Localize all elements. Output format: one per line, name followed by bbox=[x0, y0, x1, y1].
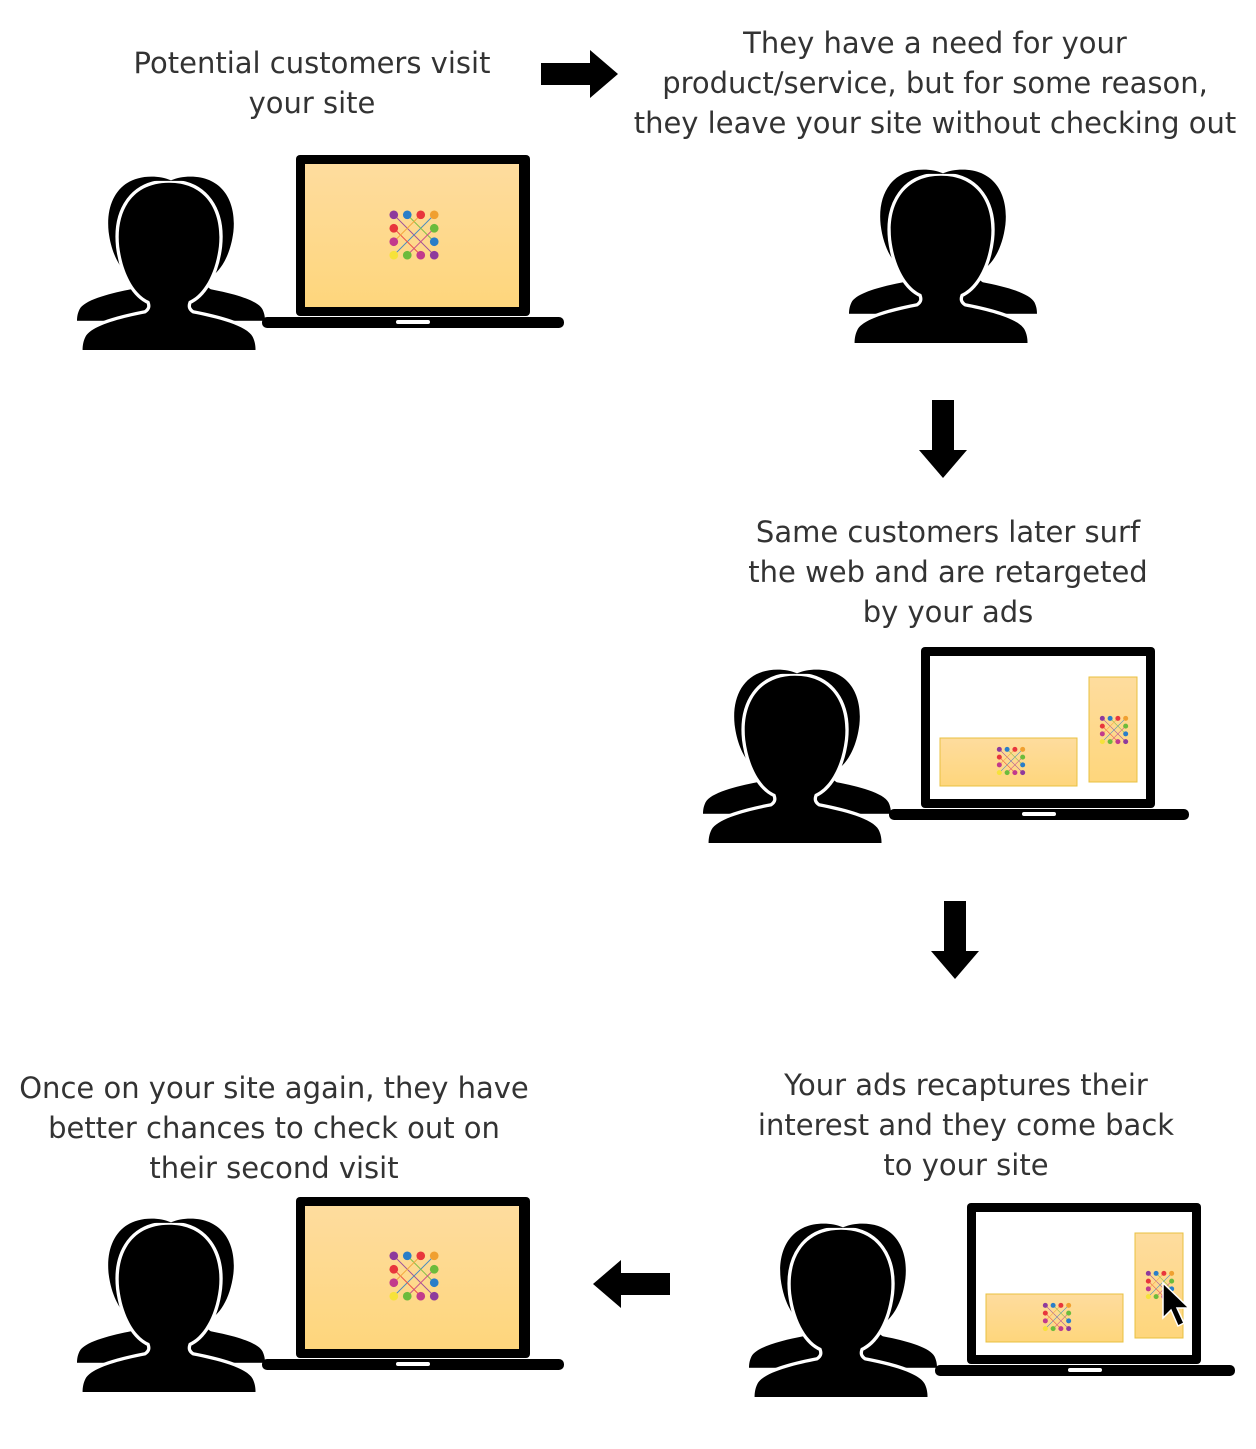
arrow-left-icon bbox=[593, 1260, 670, 1308]
laptop-icon bbox=[262, 1197, 564, 1370]
step-visit-illustration bbox=[77, 155, 564, 350]
people-icon bbox=[77, 177, 265, 350]
people-icon bbox=[703, 670, 891, 843]
laptop-icon bbox=[935, 1203, 1235, 1376]
mouse-cursor-icon bbox=[1162, 1281, 1191, 1328]
caption-checkout: Once on your site again, they have bette… bbox=[19, 1071, 529, 1185]
arrow-down-icon bbox=[931, 901, 979, 979]
arrow-right-icon bbox=[541, 50, 618, 98]
laptop-icon bbox=[262, 155, 564, 328]
people-icon bbox=[77, 1219, 265, 1392]
step-checkout-illustration bbox=[77, 1197, 564, 1392]
step-recapture-illustration bbox=[749, 1203, 1235, 1397]
people-icon bbox=[849, 170, 1037, 343]
banner-ad bbox=[985, 1293, 1124, 1343]
sidebar-ad bbox=[1088, 676, 1138, 783]
arrow-down-icon bbox=[919, 400, 967, 478]
caption-leave: They have a need for your product/servic… bbox=[633, 26, 1237, 140]
caption-recapture: Your ads recaptures their interest and t… bbox=[757, 1068, 1175, 1182]
laptop-icon bbox=[889, 647, 1189, 820]
caption-retarget: Same customers later surf the web and ar… bbox=[748, 515, 1148, 629]
banner-ad bbox=[939, 737, 1078, 787]
caption-visit: Potential customers visit your site bbox=[133, 46, 491, 120]
step-retarget-illustration bbox=[703, 647, 1189, 843]
people-icon bbox=[749, 1224, 937, 1397]
